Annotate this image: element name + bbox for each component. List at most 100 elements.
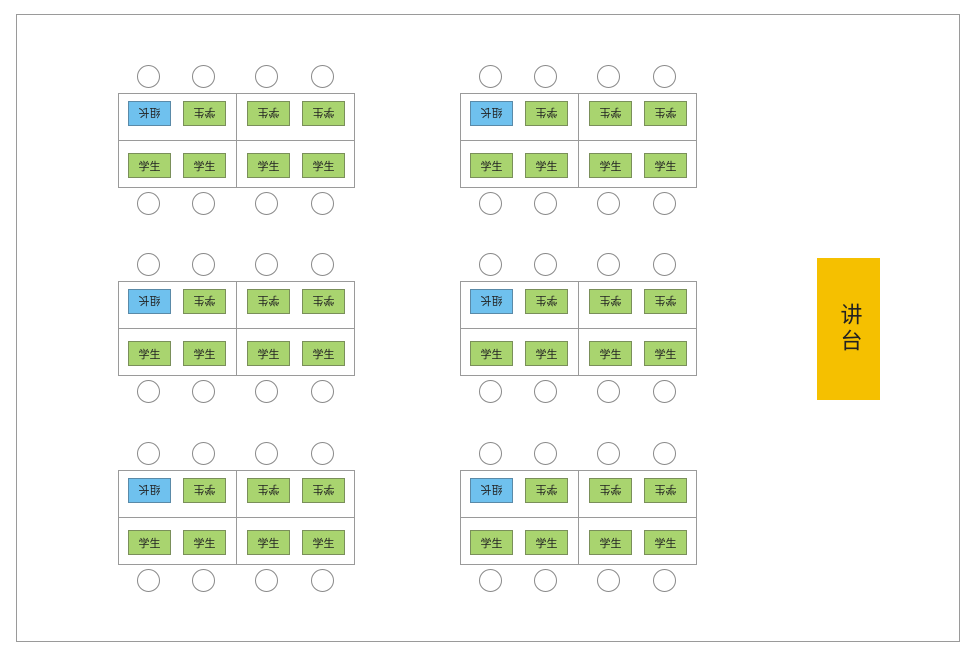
table-divider-horizontal bbox=[460, 517, 697, 518]
table-group-3: 组长学生学生学生学生学生学生学生 bbox=[118, 253, 355, 403]
seat-circle bbox=[311, 380, 334, 403]
student-card: 学生 bbox=[525, 478, 568, 503]
student-card: 学生 bbox=[525, 530, 568, 555]
student-card: 学生 bbox=[470, 530, 513, 555]
student-card: 学生 bbox=[644, 341, 687, 366]
seat-circle bbox=[597, 380, 620, 403]
seat-circle bbox=[192, 569, 215, 592]
seat-circle bbox=[255, 380, 278, 403]
table-divider-horizontal bbox=[460, 328, 697, 329]
student-card: 学生 bbox=[589, 530, 632, 555]
seat-circle bbox=[653, 192, 676, 215]
student-card: 学生 bbox=[470, 341, 513, 366]
student-card: 学生 bbox=[247, 289, 290, 314]
seat-circle bbox=[192, 253, 215, 276]
seat-circle bbox=[479, 569, 502, 592]
student-card: 学生 bbox=[644, 289, 687, 314]
student-card: 学生 bbox=[302, 478, 345, 503]
table-group-1: 组长学生学生学生学生学生学生学生 bbox=[118, 65, 355, 215]
seat-circle bbox=[311, 569, 334, 592]
student-card: 学生 bbox=[128, 341, 171, 366]
student-card: 学生 bbox=[247, 341, 290, 366]
student-card: 学生 bbox=[302, 289, 345, 314]
leader-card: 组长 bbox=[470, 101, 513, 126]
student-card: 学生 bbox=[247, 153, 290, 178]
seat-circle bbox=[597, 253, 620, 276]
seat-circle bbox=[597, 442, 620, 465]
student-card: 学生 bbox=[183, 530, 226, 555]
seat-circle bbox=[311, 192, 334, 215]
student-card: 学生 bbox=[183, 289, 226, 314]
student-card: 学生 bbox=[302, 153, 345, 178]
seat-circle bbox=[534, 253, 557, 276]
seat-circle bbox=[653, 253, 676, 276]
student-card: 学生 bbox=[128, 530, 171, 555]
podium-label: 讲台 bbox=[836, 303, 862, 355]
seat-circle bbox=[255, 569, 278, 592]
student-card: 学生 bbox=[247, 478, 290, 503]
seat-circle bbox=[534, 380, 557, 403]
seat-circle bbox=[137, 253, 160, 276]
seat-circle bbox=[137, 442, 160, 465]
seat-circle bbox=[137, 569, 160, 592]
seat-circle bbox=[192, 380, 215, 403]
seat-circle bbox=[479, 253, 502, 276]
student-card: 学生 bbox=[589, 478, 632, 503]
leader-card: 组长 bbox=[470, 289, 513, 314]
seat-circle bbox=[311, 442, 334, 465]
student-card: 学生 bbox=[644, 478, 687, 503]
leader-card: 组长 bbox=[128, 289, 171, 314]
student-card: 学生 bbox=[247, 530, 290, 555]
student-card: 学生 bbox=[302, 530, 345, 555]
table-group-6: 组长学生学生学生学生学生学生学生 bbox=[460, 442, 697, 592]
student-card: 学生 bbox=[644, 101, 687, 126]
seat-circle bbox=[653, 442, 676, 465]
seat-circle bbox=[597, 569, 620, 592]
student-card: 学生 bbox=[525, 153, 568, 178]
table-group-2: 组长学生学生学生学生学生学生学生 bbox=[460, 65, 697, 215]
seat-circle bbox=[192, 65, 215, 88]
seat-circle bbox=[311, 65, 334, 88]
student-card: 学生 bbox=[183, 153, 226, 178]
student-card: 学生 bbox=[183, 101, 226, 126]
seat-circle bbox=[255, 442, 278, 465]
student-card: 学生 bbox=[644, 530, 687, 555]
student-card: 学生 bbox=[589, 289, 632, 314]
seat-circle bbox=[192, 192, 215, 215]
student-card: 学生 bbox=[183, 478, 226, 503]
seat-circle bbox=[255, 253, 278, 276]
student-card: 学生 bbox=[183, 341, 226, 366]
seat-circle bbox=[479, 65, 502, 88]
student-card: 学生 bbox=[589, 153, 632, 178]
student-card: 学生 bbox=[525, 341, 568, 366]
seat-circle bbox=[255, 192, 278, 215]
student-card: 学生 bbox=[302, 101, 345, 126]
seat-circle bbox=[255, 65, 278, 88]
table-divider-horizontal bbox=[460, 140, 697, 141]
student-card: 学生 bbox=[644, 153, 687, 178]
student-card: 学生 bbox=[247, 101, 290, 126]
student-card: 学生 bbox=[525, 101, 568, 126]
seat-circle bbox=[137, 65, 160, 88]
table-group-5: 组长学生学生学生学生学生学生学生 bbox=[118, 442, 355, 592]
seat-circle bbox=[653, 569, 676, 592]
seat-circle bbox=[479, 442, 502, 465]
seat-circle bbox=[534, 65, 557, 88]
student-card: 学生 bbox=[470, 153, 513, 178]
student-card: 学生 bbox=[525, 289, 568, 314]
seat-circle bbox=[534, 442, 557, 465]
seat-circle bbox=[653, 65, 676, 88]
seat-circle bbox=[597, 192, 620, 215]
leader-card: 组长 bbox=[470, 478, 513, 503]
seat-circle bbox=[192, 442, 215, 465]
seat-circle bbox=[137, 192, 160, 215]
student-card: 学生 bbox=[589, 101, 632, 126]
student-card: 学生 bbox=[589, 341, 632, 366]
student-card: 学生 bbox=[128, 153, 171, 178]
leader-card: 组长 bbox=[128, 478, 171, 503]
seat-circle bbox=[137, 380, 160, 403]
table-divider-horizontal bbox=[118, 517, 355, 518]
leader-card: 组长 bbox=[128, 101, 171, 126]
table-group-4: 组长学生学生学生学生学生学生学生 bbox=[460, 253, 697, 403]
seat-circle bbox=[311, 253, 334, 276]
